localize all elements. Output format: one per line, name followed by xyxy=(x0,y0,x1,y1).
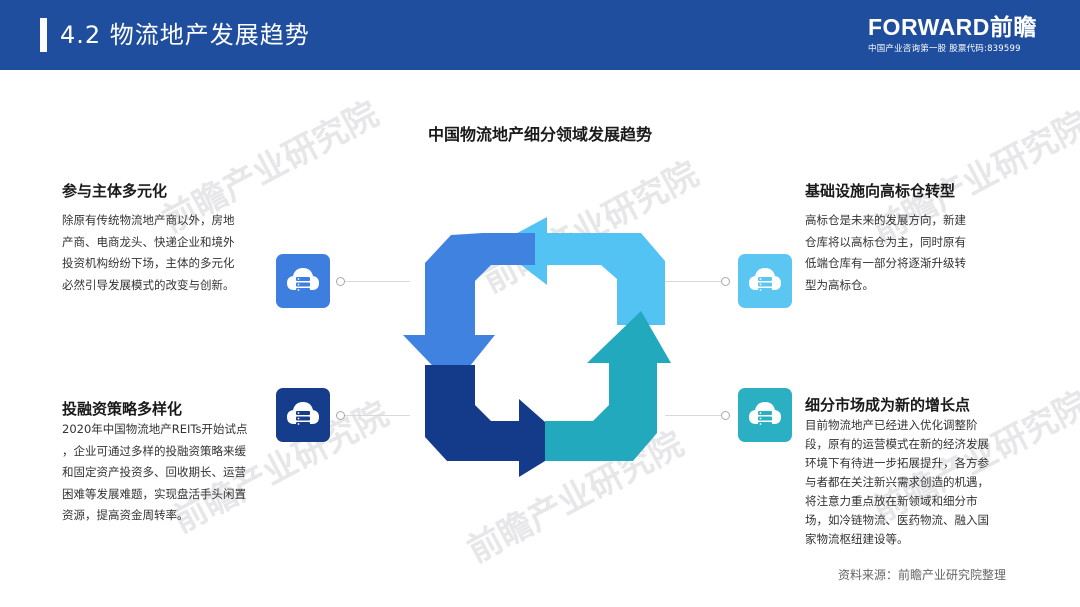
body-line: 仓库将以高标仓为主，同时原有 xyxy=(805,234,966,249)
cloud-server-icon xyxy=(749,268,781,292)
brand-logo: FORWARD前瞻 中国产业咨询第一股 股票代码:839599 xyxy=(868,14,1068,55)
title-accent-bar xyxy=(40,18,47,52)
connector-dot xyxy=(336,411,345,420)
connector-dot xyxy=(721,411,730,420)
body-line: 必然引导发展模式的改变与创新。 xyxy=(62,277,235,292)
cycle-arrows-diagram xyxy=(403,217,671,477)
cloud-server-icon-tile-top-right xyxy=(738,254,792,308)
cloud-server-icon xyxy=(287,268,319,292)
section-body-top-left: 除原有传统物流地产商以外，房地 产商、电商龙头、快递企业和境外 投资机构纷纷下场… xyxy=(62,210,235,296)
body-line: 环境下有待进一步拓展提升，各方参 xyxy=(805,456,989,470)
section-body-bottom-right: 目前物流地产已经进入优化调整阶 段，原有的运营模式在新的经济发展 环境下有待进一… xyxy=(805,416,989,549)
body-line: 困难等发展难题，实现盘活手头闲置 xyxy=(62,486,246,501)
cycle-arrow-navy xyxy=(425,365,571,477)
cloud-server-icon-tile-bottom-left xyxy=(276,388,330,442)
body-line: 产商、电商龙头、快递企业和境外 xyxy=(62,234,235,249)
cycle-arrow-blue xyxy=(403,233,535,387)
body-line: 和固定资产投资多、回收期长、运营 xyxy=(62,465,246,479)
body-line: 与者都在关注新兴需求创造的机遇， xyxy=(805,475,989,489)
connector-line xyxy=(345,281,410,282)
body-line: 投资机构纷纷下场，主体的多元化 xyxy=(62,256,235,270)
body-line: 除原有传统物流地产商以外，房地 xyxy=(62,213,235,227)
connector-dot xyxy=(721,277,730,286)
header-bar: 4.2 物流地产发展趋势 FORWARD前瞻 中国产业咨询第一股 股票代码:83… xyxy=(0,0,1080,70)
body-line: 将注意力重点放在新领域和细分市 xyxy=(805,494,978,508)
body-line: 型为高标仓。 xyxy=(805,277,874,292)
body-line: 家物流枢纽建设等。 xyxy=(805,532,909,546)
section-title-top-right: 基础设施向高标仓转型 xyxy=(805,182,956,200)
body-line: 2020年中国物流地产REITs开始试点 xyxy=(62,422,248,436)
body-line: ，企业可通过多样的投融资策略来缓 xyxy=(62,443,246,458)
cloud-server-icon-tile-bottom-right xyxy=(738,388,792,442)
source-note: 资料来源：前瞻产业研究院整理 xyxy=(838,568,1007,582)
body-line: 段，原有的运营模式在新的经济发展 xyxy=(805,437,989,451)
cloud-server-icon xyxy=(287,402,319,426)
body-line: 高标仓是未来的发展方向，新建 xyxy=(805,213,966,227)
section-body-bottom-left: 2020年中国物流地产REITs开始试点 ，企业可通过多样的投融资策略来缓 和固… xyxy=(62,419,248,527)
cycle-arrow-teal xyxy=(545,311,671,461)
section-title-bottom-right: 细分市场成为新的增长点 xyxy=(805,396,971,414)
body-line: 低端仓库有一部分将逐渐升级转 xyxy=(805,256,966,270)
cloud-server-icon xyxy=(749,402,781,426)
body-line: 资源，提高资金周转率。 xyxy=(62,508,189,522)
section-title-top-left: 参与主体多元化 xyxy=(62,182,168,200)
connector-dot xyxy=(336,277,345,286)
brand-logo-text: FORWARD前瞻 xyxy=(868,14,1037,40)
cloud-server-icon-tile-top-left xyxy=(276,254,330,308)
connector-line xyxy=(665,415,730,416)
diagram-title: 中国物流地产细分领域发展趋势 xyxy=(427,125,652,144)
connector-line xyxy=(345,415,410,416)
section-body-top-right: 高标仓是未来的发展方向，新建 仓库将以高标仓为主，同时原有 低端仓库有一部分将逐… xyxy=(805,210,966,296)
connector-line xyxy=(665,281,730,282)
body-line: 目前物流地产已经进入优化调整阶 xyxy=(805,418,978,432)
page-title: 4.2 物流地产发展趋势 xyxy=(60,21,310,49)
brand-tagline: 中国产业咨询第一股 股票代码:839599 xyxy=(868,44,1021,54)
cycle-arrow-light-blue xyxy=(495,217,665,325)
section-title-bottom-left: 投融资策略多样化 xyxy=(62,400,183,418)
body-line: 场，如冷链物流、医药物流、融入国 xyxy=(805,513,989,527)
